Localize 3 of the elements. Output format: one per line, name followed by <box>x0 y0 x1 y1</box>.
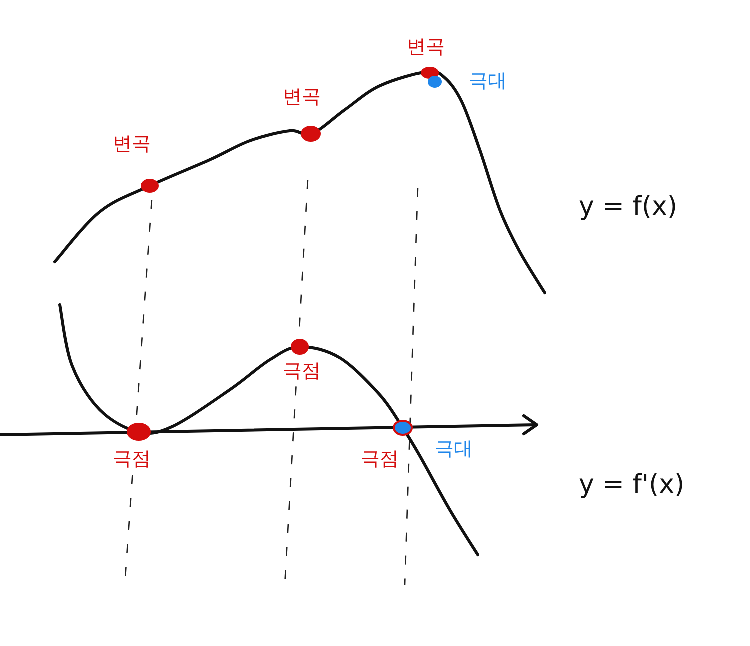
point-label: 변곡 <box>406 36 446 59</box>
point-label: 변곡 <box>282 86 322 109</box>
point-label: 변곡 <box>112 133 152 156</box>
